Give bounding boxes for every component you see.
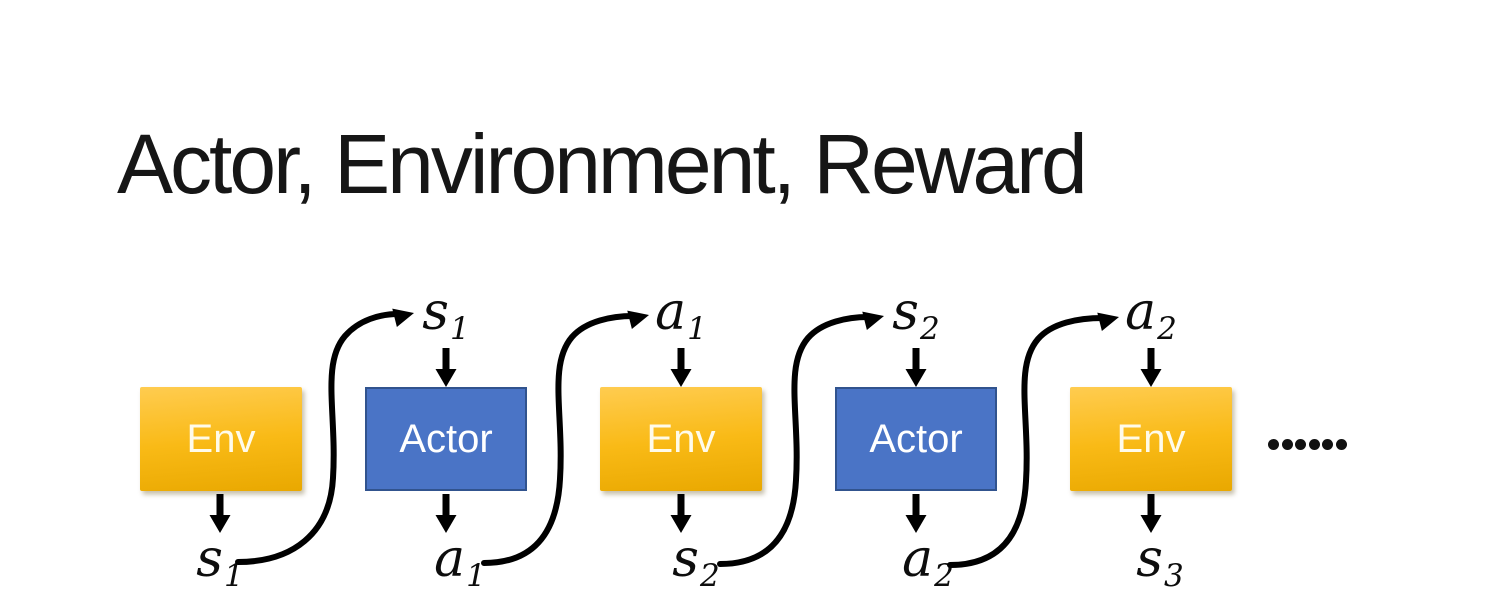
env-box-3-label: Env bbox=[1116, 416, 1186, 461]
ellipsis-dots bbox=[1268, 438, 1347, 450]
env-box-2: Env bbox=[600, 387, 762, 491]
env-box-3: Env bbox=[1070, 387, 1232, 491]
top-label-s2: s2 bbox=[892, 282, 940, 347]
input-arrow-env2 bbox=[670, 348, 692, 387]
top-label-s1: s1 bbox=[422, 282, 470, 347]
env-box-1-label: Env bbox=[186, 416, 256, 461]
bottom-label-a1: a1 bbox=[434, 529, 486, 594]
dot-icon bbox=[1295, 438, 1306, 450]
output-arrow-actor1 bbox=[435, 494, 457, 533]
bottom-label-s2: s2 bbox=[672, 529, 720, 594]
slide-title: Actor, Environment, Reward bbox=[117, 117, 1088, 211]
output-arrow-env3 bbox=[1140, 494, 1162, 533]
actor-box-2-label: Actor bbox=[869, 416, 963, 461]
input-arrow-env3 bbox=[1140, 348, 1162, 387]
bottom-label-s3: s3 bbox=[1136, 529, 1184, 594]
bottom-label-s1: s1 bbox=[196, 529, 244, 594]
input-arrow-actor1 bbox=[435, 348, 457, 387]
actor-box-1-label: Actor bbox=[399, 416, 493, 461]
env-box-1: Env bbox=[140, 387, 302, 491]
dot-icon bbox=[1335, 438, 1347, 450]
dot-icon bbox=[1268, 438, 1279, 450]
dot-icon bbox=[1281, 438, 1293, 450]
top-label-a1: a1 bbox=[655, 282, 707, 347]
dot-icon bbox=[1308, 438, 1320, 450]
env-box-2-label: Env bbox=[646, 416, 716, 461]
actor-box-2: Actor bbox=[835, 387, 997, 491]
actor-box-1: Actor bbox=[365, 387, 527, 491]
output-arrow-env2 bbox=[670, 494, 692, 533]
bottom-label-a2: a2 bbox=[902, 529, 954, 594]
top-label-a2: a2 bbox=[1125, 282, 1177, 347]
output-arrow-actor2 bbox=[905, 494, 927, 533]
output-arrow-env1 bbox=[209, 494, 231, 533]
dot-icon bbox=[1322, 438, 1333, 450]
input-arrow-actor2 bbox=[905, 348, 927, 387]
